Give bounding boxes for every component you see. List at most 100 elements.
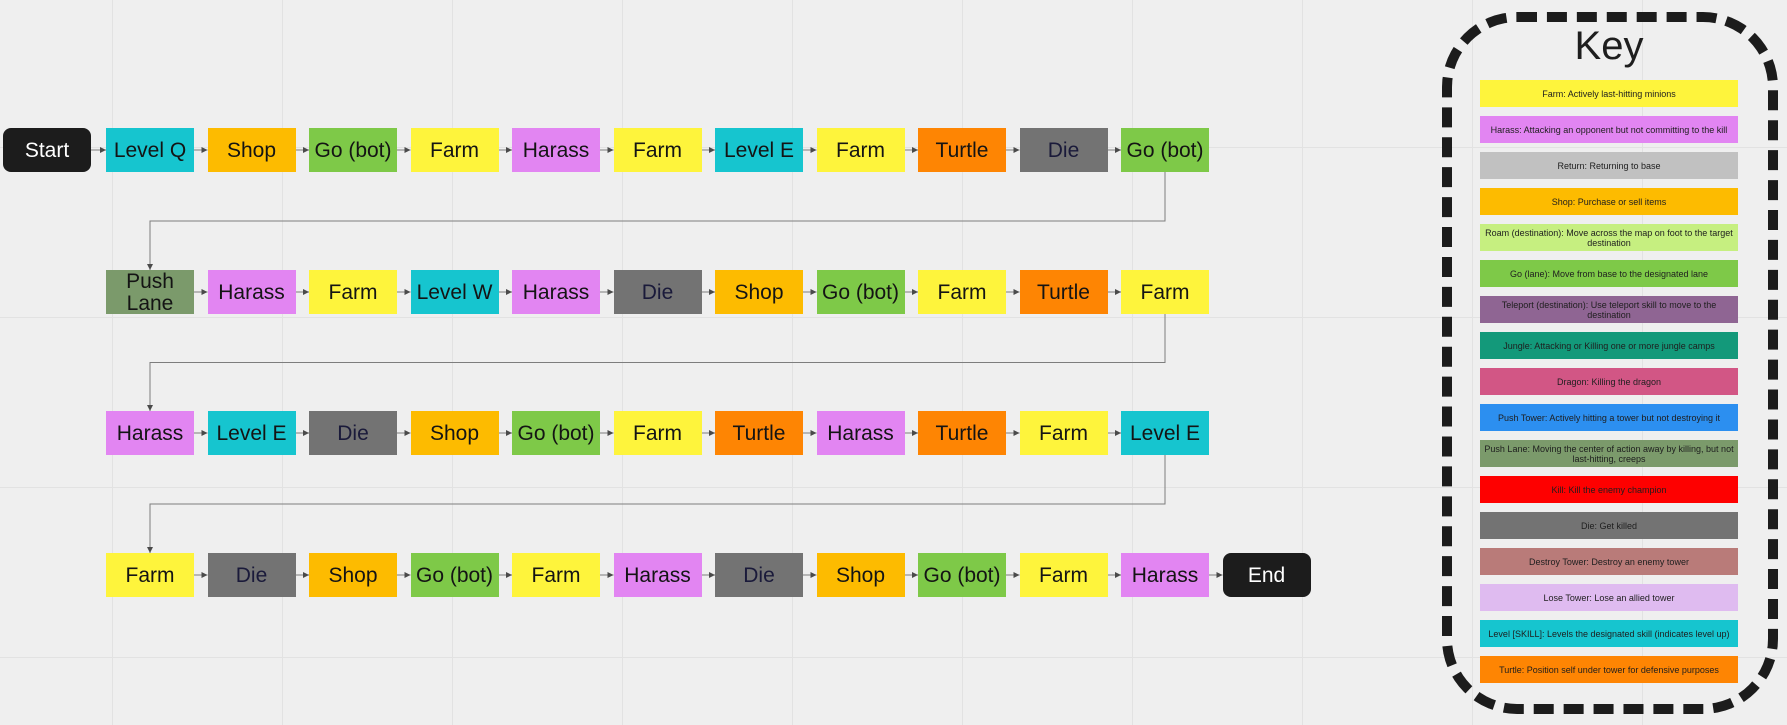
flow-node-label: Turtle [935,421,989,445]
flow-node-die[interactable]: Die [715,553,803,597]
flow-node-farm[interactable]: Farm [309,270,397,314]
flow-node-label: Harass [1131,563,1199,587]
flow-node-farm[interactable]: Farm [918,270,1006,314]
legend-item: Die: Get killed [1480,512,1738,539]
legend-item: Farm: Actively last-hitting minions [1480,80,1738,107]
flow-node-label: Die [337,421,369,445]
flow-node-turtle[interactable]: Turtle [715,411,803,455]
flow-node-label: Level E [216,421,287,445]
flow-node-farm[interactable]: Farm [106,553,194,597]
flow-node-farm[interactable]: Farm [1019,553,1108,597]
flow-node-level-q[interactable]: Level Q [106,128,194,172]
legend-frame [1442,12,1778,714]
flow-node-label: Go (bot) [1126,138,1204,162]
legend-item: Push Tower: Actively hitting a tower but… [1480,404,1738,431]
flow-node-label: End [1247,563,1286,587]
flow-node-label: Go (bot) [415,563,494,587]
flow-node-shop[interactable]: Shop [410,411,499,455]
flow-node-level-e[interactable]: Level E [1121,411,1209,455]
flow-node-label: Shop [835,563,886,587]
flow-node-shop[interactable]: Shop [715,270,803,314]
flow-node-go-bot[interactable]: Go (bot) [918,553,1006,597]
flow-node-push-lane[interactable]: Push Lane [106,270,194,314]
flow-node-go-bot[interactable]: Go (bot) [816,270,905,314]
flow-node-harass[interactable]: Harass [1121,553,1209,597]
flow-node-label: Farm [633,421,682,445]
flow-node-label: Shop [429,421,480,445]
flow-node-label: Farm [937,280,987,304]
legend-item: Destroy Tower: Destroy an enemy tower [1480,548,1738,575]
flow-node-label: Level E [1129,421,1201,445]
flow-node-label: Shop [328,563,378,587]
flow-node-die[interactable]: Die [309,411,397,455]
flow-node-harass[interactable]: Harass [816,411,905,455]
flow-node-label: Farm [1039,563,1088,587]
flow-node-farm[interactable]: Farm [1121,270,1209,314]
flow-node-farm[interactable]: Farm [1019,411,1108,455]
connectors [91,147,1223,578]
flow-node-label: Farm [531,563,581,587]
flow-node-shop[interactable]: Shop [816,553,905,597]
flow-node-shop[interactable]: Shop [207,128,296,172]
legend-item: Return: Returning to base [1480,152,1738,179]
legend-item: Shop: Purchase or sell items [1480,188,1738,215]
flow-node-label: Harass [522,280,590,304]
flow-node-die[interactable]: Die [207,553,296,597]
flow-node-go-bot[interactable]: Go (bot) [410,553,499,597]
row-wrap-connector [147,314,1166,411]
flow-node-level-e[interactable]: Level E [715,128,803,172]
flow-node-harass[interactable]: Harass [613,553,702,597]
flow-node-label: Die [743,563,775,587]
flow-node-label: Turtle [1037,280,1090,304]
flow-node-label: Go (bot) [517,421,595,445]
flow-node-label: Harass [522,138,590,162]
flow-node-level-w[interactable]: Level W [410,270,499,314]
legend-item: Lose Tower: Lose an allied tower [1480,584,1738,611]
legend-item: Teleport (destination): Use teleport ski… [1480,296,1738,323]
flow-node-turtle[interactable]: Turtle [1019,270,1108,314]
flow-node-label: Start [24,138,70,162]
flow-node-go-bot[interactable]: Go (bot) [512,411,600,455]
legend-item: Roam (destination): Move across the map … [1480,224,1738,251]
legend-item: Turtle: Position self under tower for de… [1480,656,1738,683]
flow-node-label: Farm [836,138,885,162]
flow-node-label: Farm [1140,280,1190,304]
flow-node-farm[interactable]: Farm [410,128,499,172]
flow-node-harass[interactable]: Harass [207,270,296,314]
row-wrap-connector [147,455,1166,553]
flow-node-label: Go (bot) [923,563,1001,587]
flow-node-label: Farm [125,563,175,587]
flow-node-farm[interactable]: Farm [613,411,702,455]
flow-node-label: Farm [1039,421,1088,445]
flow-node-end[interactable]: End [1222,553,1311,597]
flow-node-level-e[interactable]: Level E [207,411,296,455]
flow-node-shop[interactable]: Shop [309,553,397,597]
flow-node-farm[interactable]: Farm [816,128,905,172]
flow-node-label: Farm [633,138,682,162]
flow-node-harass[interactable]: Harass [512,270,600,314]
legend-item: Level [SKILL]: Levels the designated ski… [1480,620,1738,647]
flow-node-label: Level W [416,280,493,304]
flow-node-go-bot[interactable]: Go (bot) [1121,128,1209,172]
flow-node-label: Level Q [113,138,187,162]
flow-node-label: Die [641,280,674,304]
flow-node-harass[interactable]: Harass [106,411,194,455]
flow-node-die[interactable]: Die [1019,128,1108,172]
flow-node-label: Turtle [935,138,989,162]
flow-node-harass[interactable]: Harass [512,128,600,172]
flow-node-farm[interactable]: Farm [512,553,600,597]
flow-node-label: Farm [328,280,378,304]
flow-node-turtle[interactable]: Turtle [918,411,1006,455]
flow-node-label: Farm [430,138,479,162]
flow-node-label: Die [235,563,268,587]
flow-node-label: Die [1047,138,1080,162]
flow-node-label: Push Lane [126,270,174,315]
flow-node-farm[interactable]: Farm [613,128,702,172]
flow-node-go-bot[interactable]: Go (bot) [309,128,397,172]
flow-node-start[interactable]: Start [3,128,91,172]
legend-item: Jungle: Attacking or Killing one or more… [1480,332,1738,359]
flow-node-turtle[interactable]: Turtle [918,128,1006,172]
flow-node-die[interactable]: Die [613,270,702,314]
flow-node-label: Turtle [732,421,786,445]
